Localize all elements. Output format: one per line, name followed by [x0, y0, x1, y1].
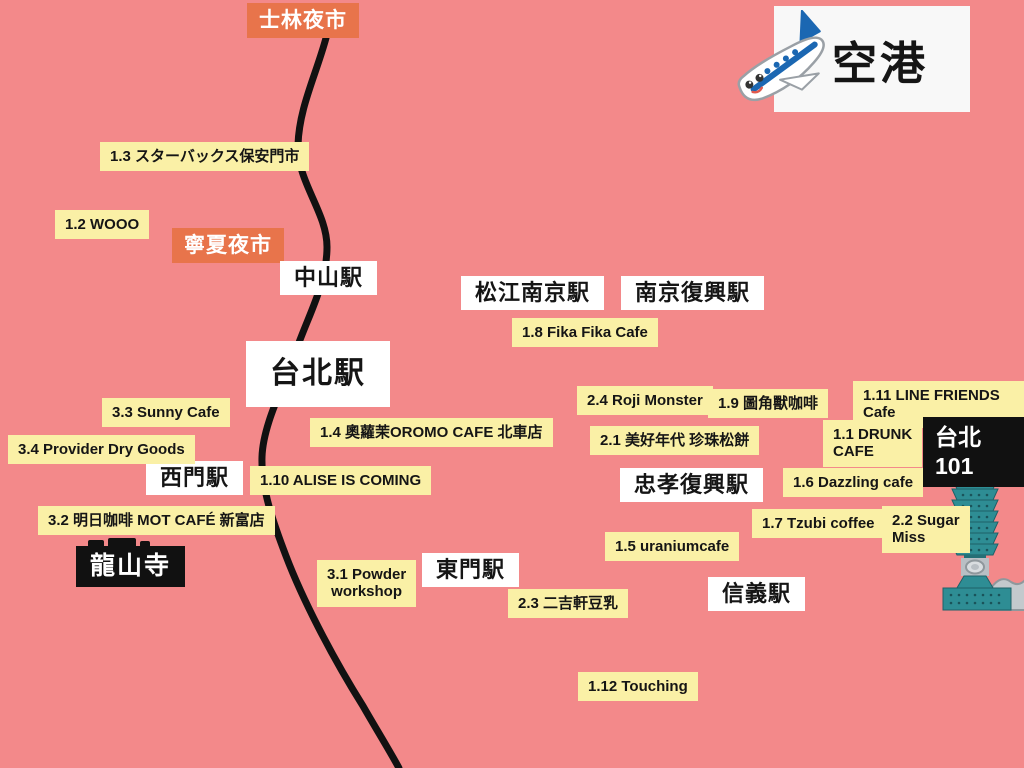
landmark-longshan-temple: 龍山寺 — [76, 546, 186, 588]
cafe-label-2-3-soypresso: 2.3 二吉軒豆乳 — [508, 589, 629, 619]
cafe-label-1-10-alise-is-coming: 1.10 ALISE IS COMING — [250, 466, 432, 496]
hidden-label-fragment — [108, 538, 136, 549]
station-songjiang-nanjing: 松江南京駅 — [461, 276, 605, 311]
night-market-ningxia: 寧夏夜市 — [172, 228, 284, 264]
station-nanjing-fuxing: 南京復興駅 — [621, 276, 765, 311]
cafe-label-1-6-dazzling-cafe: 1.6 Dazzling cafe — [783, 468, 924, 498]
station-zhongshan: 中山駅 — [280, 261, 378, 296]
night-market-shilin: 士林夜市 — [247, 3, 359, 39]
cafe-label-3-4-provider-dry-goods: 3.4 Provider Dry Goods — [8, 435, 195, 465]
cafe-label-2-4-roji-monster: 2.4 Roji Monster — [577, 386, 713, 416]
station-xinyi: 信義駅 — [708, 577, 806, 612]
airplane-icon — [737, 10, 825, 102]
cafe-label-1-5-uraniumcafe: 1.5 uraniumcafe — [605, 532, 740, 562]
station-taipei-main: 台北駅 — [246, 341, 390, 407]
station-dongmen: 東門駅 — [422, 553, 520, 588]
cafe-label-1-4-oromo-cafe: 1.4 奧蘿茉OROMO CAFE 北車店 — [310, 418, 553, 448]
cafe-label-2-1-good-old-days: 2.1 美好年代 珍珠松餅 — [590, 426, 760, 456]
cafe-label-2-2-sugar-miss: 2.2 Sugar Miss — [882, 506, 970, 553]
cafe-label-1-9-unicorn-coffee: 1.9 圖角獸咖啡 — [708, 389, 829, 419]
hidden-label-fragment — [88, 540, 104, 549]
cafe-label-1-1-drunk-cafe: 1.1 DRUNK CAFE — [823, 420, 923, 467]
hidden-label-fragment — [140, 541, 150, 549]
airport-label-text: 空港 — [832, 37, 929, 89]
cafe-label-1-3-starbucks-baoan: 1.3 スターバックス保安門市 — [100, 142, 310, 172]
station-zhongxiao-fuxing: 忠孝復興駅 — [620, 468, 764, 503]
station-ximen: 西門駅 — [146, 461, 244, 496]
cafe-label-1-8-fika-fika-cafe: 1.8 Fika Fika Cafe — [512, 318, 658, 348]
landmark-taipei-101: 台北101 — [923, 417, 1024, 487]
cafe-label-1-12-touching: 1.12 Touching — [578, 672, 698, 702]
cafe-label-1-7-tzubi-coffee: 1.7 Tzubi coffee — [752, 509, 885, 539]
cafe-label-3-3-sunny-cafe: 3.3 Sunny Cafe — [102, 398, 230, 428]
cafe-label-3-1-powder-workshop: 3.1 Powder workshop — [317, 560, 417, 607]
cafe-label-3-2-mot-cafe: 3.2 明日咖啡 MOT CAFÉ 新富店 — [38, 506, 275, 536]
cafe-label-1-2-wooo: 1.2 WOOO — [55, 210, 150, 240]
